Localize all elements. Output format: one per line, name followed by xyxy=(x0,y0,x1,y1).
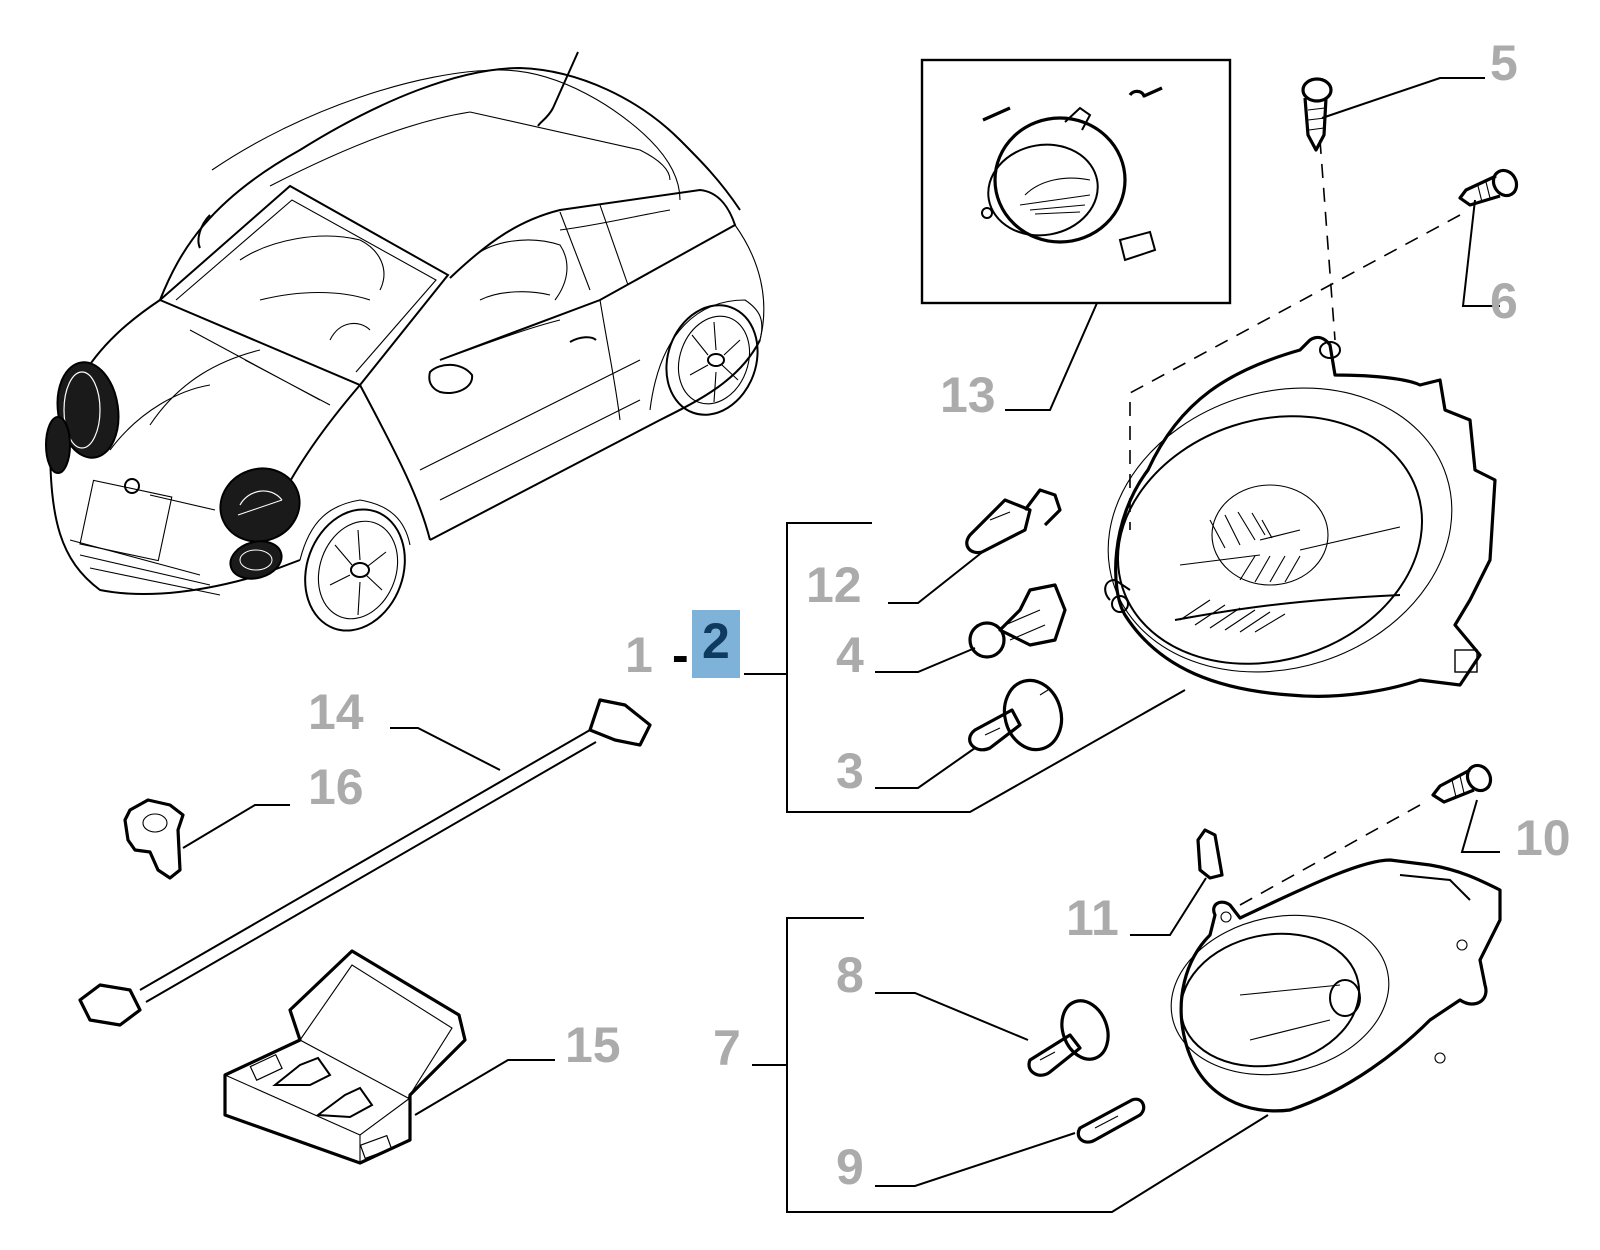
windshield-inner xyxy=(175,199,437,373)
screw-6 xyxy=(1458,168,1519,207)
door-line xyxy=(419,359,641,471)
rear-wheel-rim xyxy=(677,315,751,405)
screw-10 xyxy=(1431,763,1493,804)
callout-7[interactable]: 7 xyxy=(713,1020,741,1076)
license-plate xyxy=(79,479,173,562)
kit-13-frame xyxy=(920,58,1232,305)
bulb-4 xyxy=(968,583,1067,659)
callout-3[interactable]: 3 xyxy=(836,743,864,799)
front-wheel xyxy=(304,508,406,632)
bulb-9 xyxy=(1076,1097,1146,1144)
hood-crease xyxy=(109,349,261,451)
callout-5[interactable]: 5 xyxy=(1490,35,1518,91)
side-window xyxy=(439,188,737,361)
rear-wheel xyxy=(665,304,759,416)
leader-lines xyxy=(182,77,1500,1213)
fog-lamp-assembly xyxy=(1170,858,1502,1113)
callout-15[interactable]: 15 xyxy=(565,1017,621,1073)
callout-14[interactable]: 14 xyxy=(308,684,364,740)
callout-12[interactable]: 12 xyxy=(806,557,862,613)
door-gap xyxy=(599,299,621,421)
range-separator: - xyxy=(672,627,689,683)
rear-edge xyxy=(734,224,765,341)
callout-2-selected[interactable]: 2 xyxy=(692,610,740,678)
callout-9[interactable]: 9 xyxy=(836,1139,864,1195)
bulb-12 xyxy=(965,488,1062,555)
clip-11 xyxy=(1196,828,1224,880)
window-trim xyxy=(439,209,671,361)
assembly-line-10 xyxy=(1239,804,1421,906)
front-wheel-spokes xyxy=(329,529,387,616)
roof-panel xyxy=(269,111,671,187)
adjuster-bracket-16 xyxy=(123,798,185,880)
bulb-8 xyxy=(1027,999,1110,1077)
badge xyxy=(124,478,140,494)
windshield xyxy=(158,184,450,387)
antenna xyxy=(537,51,579,127)
left-mirror xyxy=(197,214,211,249)
callout-16[interactable]: 16 xyxy=(308,759,364,815)
hood-edge xyxy=(79,299,361,501)
kit-stud xyxy=(982,106,1011,122)
headlamp-assembly xyxy=(1104,335,1497,698)
callout-8[interactable]: 8 xyxy=(836,947,864,1003)
callout-10[interactable]: 10 xyxy=(1515,810,1571,866)
bulb-3 xyxy=(968,678,1064,752)
interior-seats xyxy=(239,235,385,341)
front-wheel-rim xyxy=(317,520,399,620)
adjuster-rod-14 xyxy=(78,698,652,1027)
callout-4[interactable]: 4 xyxy=(836,627,864,683)
callout-1[interactable]: 1 xyxy=(625,627,653,683)
side-mirror xyxy=(428,363,474,394)
front-bumper xyxy=(49,439,301,595)
side-molding xyxy=(439,399,641,501)
callout-6[interactable]: 6 xyxy=(1490,273,1518,329)
grille xyxy=(69,539,221,596)
assembly-line-6 xyxy=(1129,214,1461,530)
assembly-line-5 xyxy=(1319,139,1336,341)
screw-5 xyxy=(1301,77,1333,152)
callout-13[interactable]: 13 xyxy=(940,367,996,423)
car-headlamp-right xyxy=(219,467,301,580)
front-wheel-hub xyxy=(350,562,370,578)
door-handle xyxy=(569,336,597,343)
roof-outline xyxy=(159,66,741,301)
rear-wheel-spokes xyxy=(689,321,741,403)
rear-wheel-arch xyxy=(649,299,763,411)
bulb-kit-box-15 xyxy=(223,949,467,1165)
front-wheel-arch xyxy=(299,499,411,561)
rear-wheel-hub xyxy=(707,353,725,367)
rear-seats xyxy=(469,239,568,301)
kit-screw xyxy=(1128,86,1163,98)
wiper xyxy=(189,329,331,406)
moustache-trim xyxy=(149,494,216,511)
window-pillar xyxy=(559,204,629,291)
roof-line xyxy=(211,69,681,201)
callout-11[interactable]: 11 xyxy=(1066,890,1119,946)
vehicle-illustration xyxy=(45,51,765,632)
car-headlamp-left xyxy=(45,361,120,474)
body-side xyxy=(359,339,761,541)
